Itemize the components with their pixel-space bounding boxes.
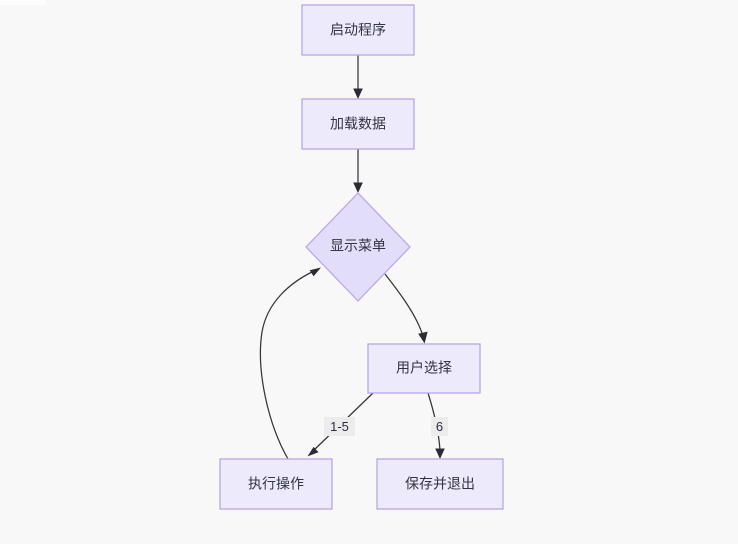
node-label-load-data: 加载数据 <box>330 116 386 132</box>
arrow-head-icon <box>435 448 445 459</box>
node-shape-rectangle[interactable] <box>376 458 504 510</box>
node-label-save-and-exit: 保存并退出 <box>405 476 475 492</box>
edge-execute-to-menu <box>259 267 321 460</box>
node-start[interactable]: 启动程序 <box>301 4 415 56</box>
edge-line <box>259 270 315 460</box>
node-shape-diamond[interactable] <box>305 192 411 302</box>
node-shape-rectangle[interactable] <box>219 458 333 510</box>
node-label-show-menu: 显示菜单 <box>330 238 386 254</box>
edge-menu-to-choice <box>384 273 428 344</box>
node-shape-rectangle[interactable] <box>301 98 415 150</box>
node-label-start: 启动程序 <box>330 22 386 38</box>
node-label-execute-action: 执行操作 <box>248 476 304 492</box>
edge-choice-to-execute: 1-5 <box>307 392 374 457</box>
arrow-head-icon <box>309 267 321 277</box>
node-user-choice[interactable]: 用户选择 <box>367 343 481 394</box>
edge-start-to-load <box>353 55 363 99</box>
node-shape-rectangle[interactable] <box>367 343 481 394</box>
edge-load-to-menu <box>353 149 363 193</box>
node-execute-action[interactable]: 执行操作 <box>219 458 333 510</box>
edge-label-background <box>324 417 355 436</box>
edge-label-background <box>431 417 448 436</box>
node-shape-rectangle[interactable] <box>301 4 415 56</box>
arrow-head-icon <box>353 88 363 99</box>
node-load-data[interactable]: 加载数据 <box>301 98 415 150</box>
top-left-strip <box>0 0 46 5</box>
arrow-head-icon <box>307 446 319 457</box>
node-save-and-exit[interactable]: 保存并退出 <box>376 458 504 510</box>
edge-label-1-5: 1-5 <box>330 419 349 434</box>
edge-line <box>384 273 424 337</box>
edge-choice-to-save: 6 <box>427 392 448 459</box>
node-label-user-choice: 用户选择 <box>396 360 452 376</box>
edge-label-6: 6 <box>436 419 443 434</box>
node-show-menu[interactable]: 显示菜单 <box>305 192 411 302</box>
arrow-head-icon <box>353 182 363 193</box>
arrow-head-icon <box>418 331 428 344</box>
